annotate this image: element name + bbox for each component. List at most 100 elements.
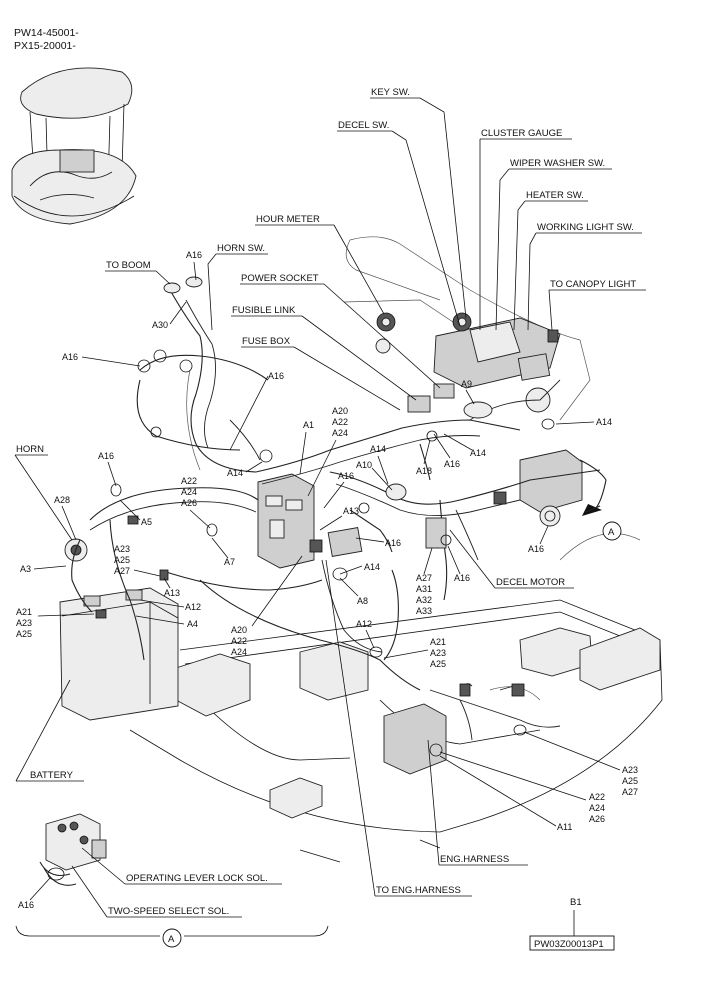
callout-a27: A27	[114, 566, 130, 576]
callout-a16: A16	[444, 459, 460, 469]
callout-a22: A22	[181, 476, 197, 486]
chassis-frame	[129, 533, 663, 863]
callout-a27: A27	[416, 573, 432, 583]
label-key-sw: KEY SW.	[371, 87, 410, 98]
label-hour-meter: HOUR METER	[256, 214, 320, 225]
label-to-boom: TO BOOM	[106, 260, 151, 271]
label-fusible-link: FUSIBLE LINK	[232, 305, 296, 316]
view-a-arrow: A	[582, 504, 622, 541]
label-battery: BATTERY	[30, 770, 74, 781]
callout-a16: A16	[98, 451, 114, 461]
callout-a23: A23	[114, 544, 130, 554]
view-marker-a: A	[608, 527, 615, 538]
battery-part	[59, 587, 179, 721]
decel-motor-part	[519, 449, 583, 527]
callout-a16: A16	[385, 538, 401, 548]
label-eng-harness: ENG.HARNESS	[440, 854, 509, 865]
cluster-gauge-unit	[433, 312, 561, 413]
callout-a25: A25	[430, 659, 446, 669]
callout-a14: A14	[364, 562, 380, 572]
callout-a13: A13	[343, 506, 359, 516]
callout-a28: A28	[54, 495, 70, 505]
power-socket-part	[433, 383, 455, 399]
callout-a16: A16	[62, 352, 78, 362]
callout-a14: A14	[596, 417, 612, 427]
callout-a18: A18	[416, 466, 432, 476]
callout-a7: A7	[224, 557, 235, 567]
callout-a22: A22	[589, 792, 605, 802]
callout-a20: A20	[231, 625, 247, 635]
sheet-label-b1: B1	[570, 897, 582, 908]
label-fuse-box: FUSE BOX	[242, 336, 291, 347]
callout-a21: A21	[16, 607, 32, 617]
callout-a23: A23	[16, 618, 32, 628]
part-number: PW03Z00013P1	[534, 939, 604, 950]
label-two-speed-select-sol: TWO-SPEED SELECT SOL.	[108, 906, 229, 917]
label-horn: HORN	[16, 444, 44, 455]
callout-a16: A16	[528, 544, 544, 554]
callout-codes: A16 A30 A16 A16 A14 A1 A20 A22 A24 A9 A1…	[16, 250, 638, 832]
callout-a10: A10	[356, 460, 372, 470]
callout-a16: A16	[268, 371, 284, 381]
callout-a14: A14	[470, 448, 486, 458]
hour-meter-part	[375, 312, 396, 354]
callout-a12: A12	[356, 619, 372, 629]
machine-thumbnail	[11, 67, 137, 225]
callout-a8: A8	[357, 596, 368, 606]
callout-a30: A30	[152, 320, 168, 330]
callout-a14: A14	[227, 468, 243, 478]
callout-a13: A13	[164, 588, 180, 598]
callout-a24: A24	[181, 487, 197, 497]
callout-a33: A33	[416, 606, 432, 616]
label-to-eng-harness: TO ENG.HARNESS	[376, 885, 461, 896]
harness-connectors	[95, 276, 559, 757]
label-decel-motor: DECEL MOTOR	[496, 577, 565, 588]
callout-a23: A23	[622, 765, 638, 775]
callout-a26: A26	[589, 814, 605, 824]
footer: B1 PW03Z00013P1	[529, 897, 615, 951]
callout-a21: A21	[430, 637, 446, 647]
fuse-box-part	[257, 473, 315, 569]
label-horn-sw: HORN SW.	[217, 243, 265, 254]
callout-a4: A4	[187, 619, 198, 629]
callout-a3: A3	[20, 564, 31, 574]
callout-a9: A9	[461, 379, 472, 389]
callout-a16: A16	[338, 471, 354, 481]
callout-a20: A20	[332, 406, 348, 416]
callout-a12: A12	[185, 602, 201, 612]
callout-a22: A22	[231, 636, 247, 646]
callout-a25: A25	[622, 776, 638, 786]
fusible-link-part	[407, 395, 431, 413]
callout-a25: A25	[16, 629, 32, 639]
callout-a23: A23	[430, 648, 446, 658]
callout-a27: A27	[622, 787, 638, 797]
callout-a24: A24	[231, 647, 247, 657]
serial-number-1: PW14-45001-	[14, 27, 79, 39]
label-power-socket: POWER SOCKET	[241, 273, 319, 284]
label-heater-sw: HEATER SW.	[526, 190, 584, 201]
callout-a14: A14	[370, 444, 386, 454]
inset-view-a: OPERATING LEVER LOCK SOL. TWO-SPEED SELE…	[15, 813, 329, 948]
callout-a5: A5	[141, 517, 152, 527]
callout-a16: A16	[18, 900, 34, 910]
callout-a16: A16	[186, 250, 202, 260]
callout-a26: A26	[181, 498, 197, 508]
serial-number-2: PX15-20001-	[14, 40, 76, 52]
label-cluster-gauge: CLUSTER GAUGE	[481, 128, 562, 139]
inset-view-marker-a: A	[168, 934, 175, 945]
callout-a24: A24	[332, 428, 348, 438]
callout-a31: A31	[416, 584, 432, 594]
callout-a16: A16	[454, 573, 470, 583]
callout-a11: A11	[557, 822, 572, 832]
callout-a1: A1	[303, 420, 314, 430]
callout-a22: A22	[332, 417, 348, 427]
label-decel-sw: DECEL SW.	[338, 120, 389, 131]
callout-a24: A24	[589, 803, 605, 813]
label-to-canopy-light: TO CANOPY LIGHT	[550, 279, 636, 290]
callout-a32: A32	[416, 595, 432, 605]
callout-a25: A25	[114, 555, 130, 565]
label-working-light-sw: WORKING LIGHT SW.	[537, 222, 634, 233]
label-wiper-washer-sw: WIPER WASHER SW.	[510, 158, 605, 169]
